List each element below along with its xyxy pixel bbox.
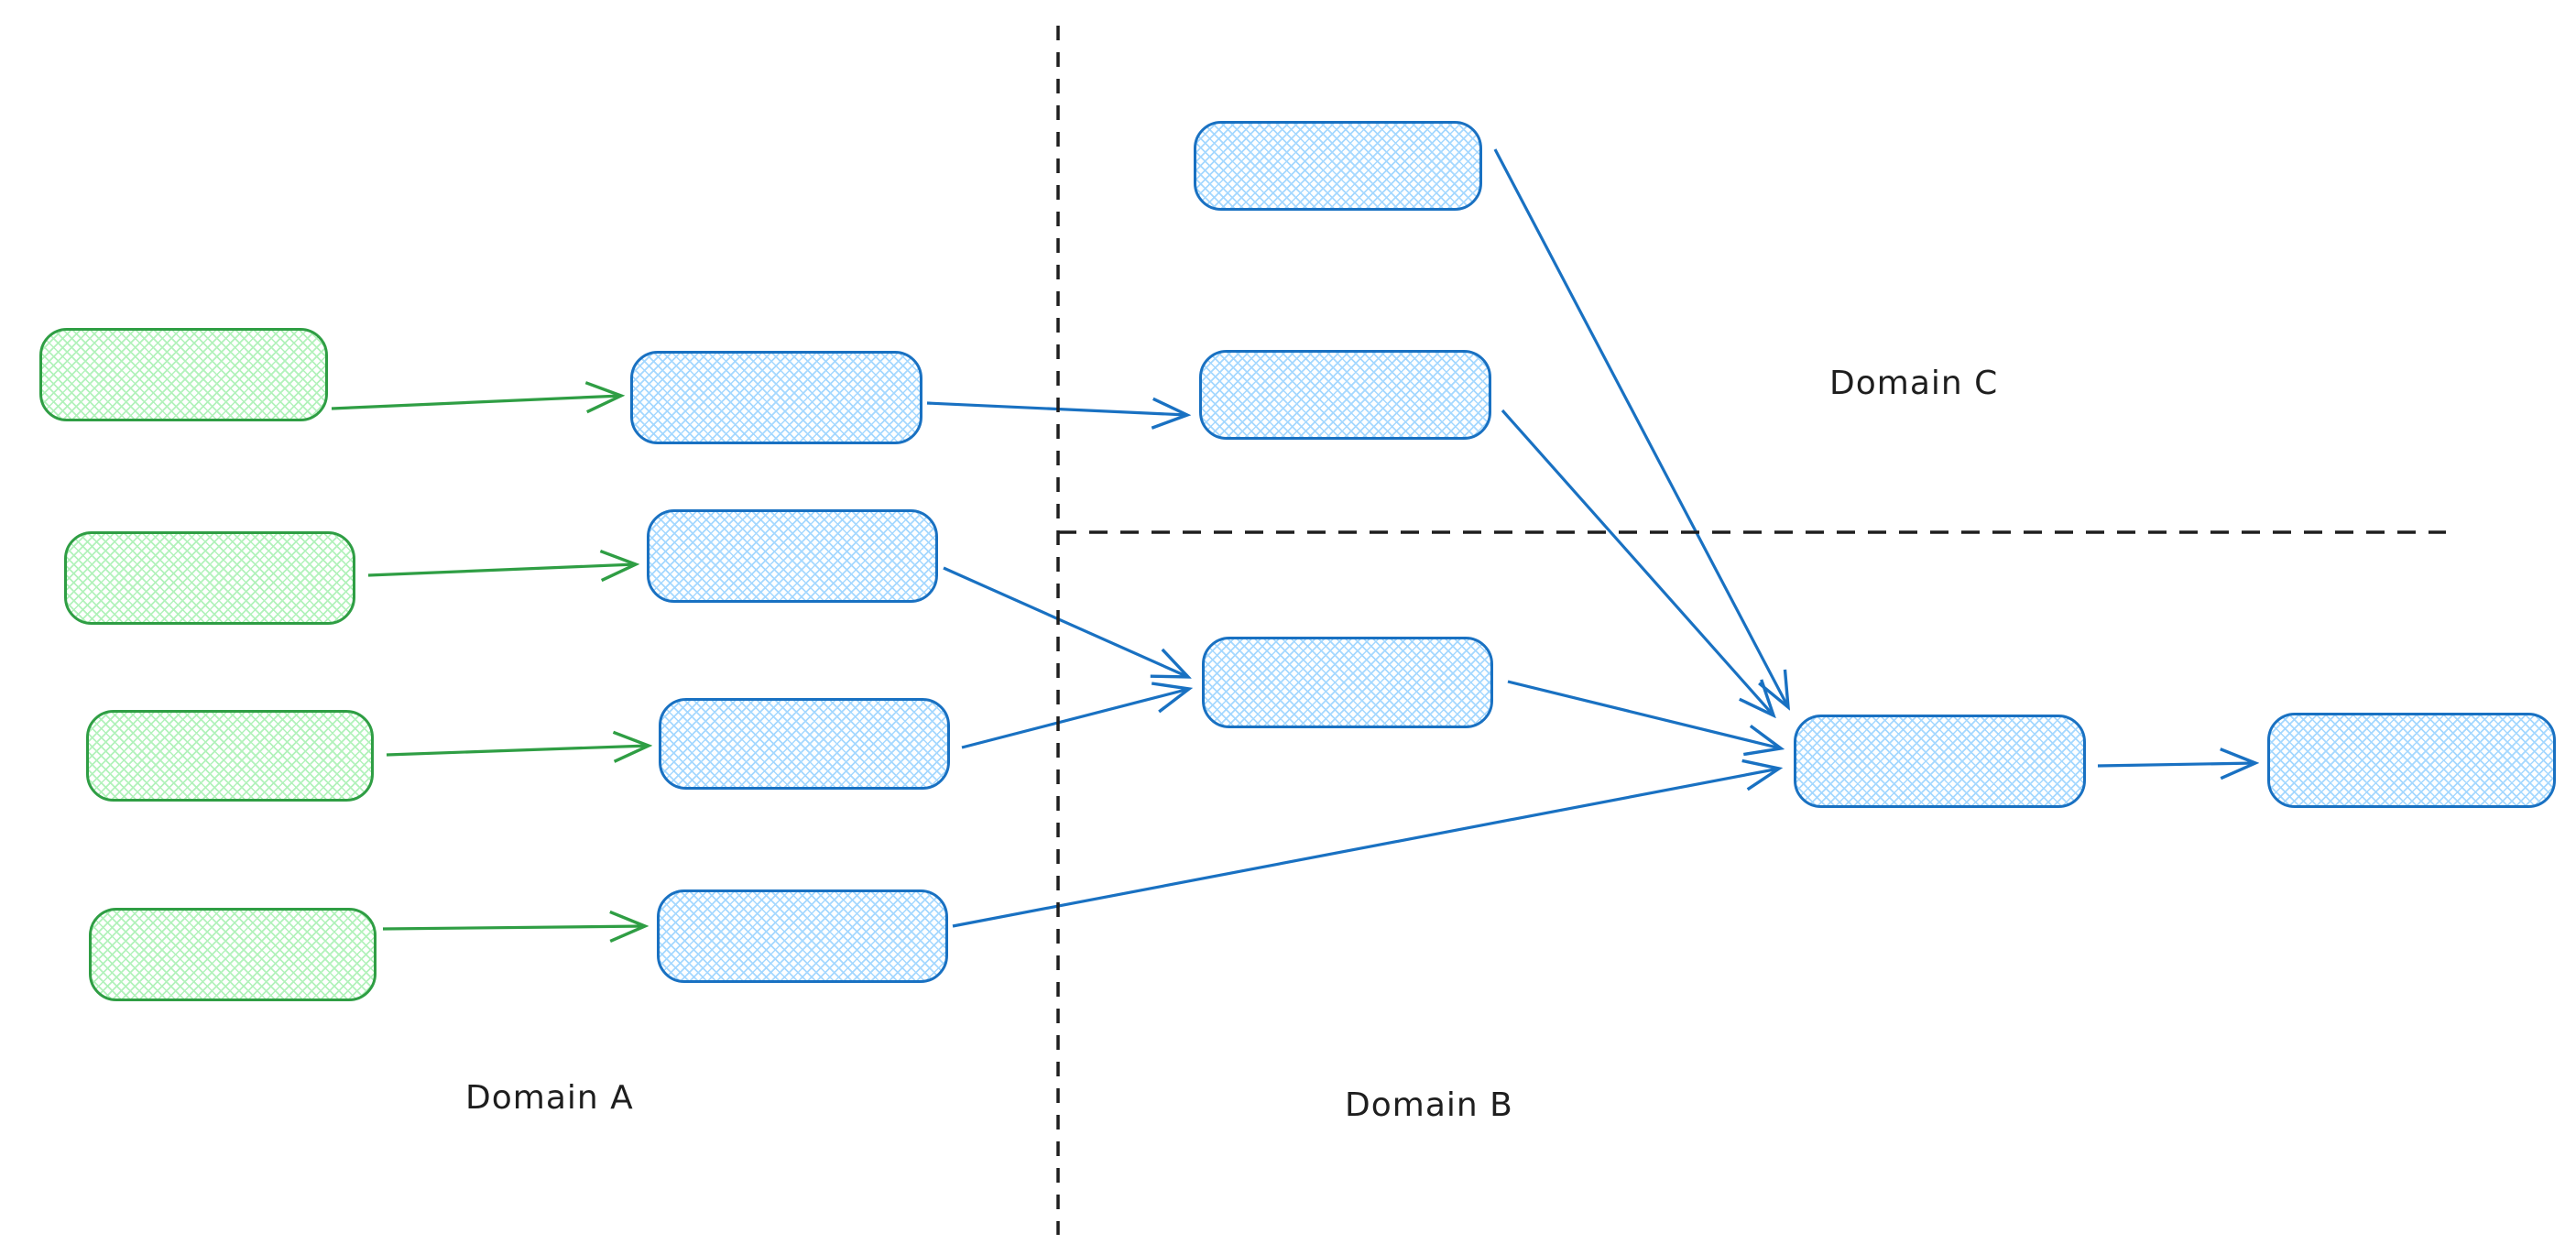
domain-b-hub-node xyxy=(1794,715,2086,808)
edge-domainctop-hub xyxy=(1493,148,1788,707)
domain-c-label: Domain C xyxy=(1829,365,1999,402)
domain-a-process-node-1 xyxy=(630,351,922,444)
domain-a-process-node-4 xyxy=(657,889,948,983)
domain-b-terminal-node xyxy=(2267,713,2556,808)
edge-hub-terminal xyxy=(2097,763,2255,766)
domain-a-source-node-2 xyxy=(64,531,355,625)
edge-process3-merge xyxy=(961,689,1189,749)
edge-source1-process1 xyxy=(331,396,621,409)
edge-process2-merge xyxy=(943,566,1188,677)
edge-domainc2-hub xyxy=(1501,409,1774,715)
edge-process4-hub xyxy=(952,769,1779,928)
domain-b-merge-node xyxy=(1202,637,1493,728)
edge-source2-process2 xyxy=(367,564,636,575)
domain-c-node-2 xyxy=(1199,350,1491,440)
domain-a-source-node-4 xyxy=(89,908,377,1001)
domain-a-process-node-3 xyxy=(659,698,950,790)
domain-a-process-node-2 xyxy=(647,509,938,603)
domain-a-label: Domain A xyxy=(465,1079,634,1117)
domain-c-top-node xyxy=(1194,121,1482,211)
domain-a-source-node-1 xyxy=(39,328,328,421)
edge-source3-process3 xyxy=(386,746,649,755)
domain-a-source-node-3 xyxy=(86,710,374,802)
edge-source4-process4 xyxy=(382,926,645,929)
domain-b-label: Domain B xyxy=(1345,1086,1513,1124)
edge-merge-hub xyxy=(1507,680,1781,748)
